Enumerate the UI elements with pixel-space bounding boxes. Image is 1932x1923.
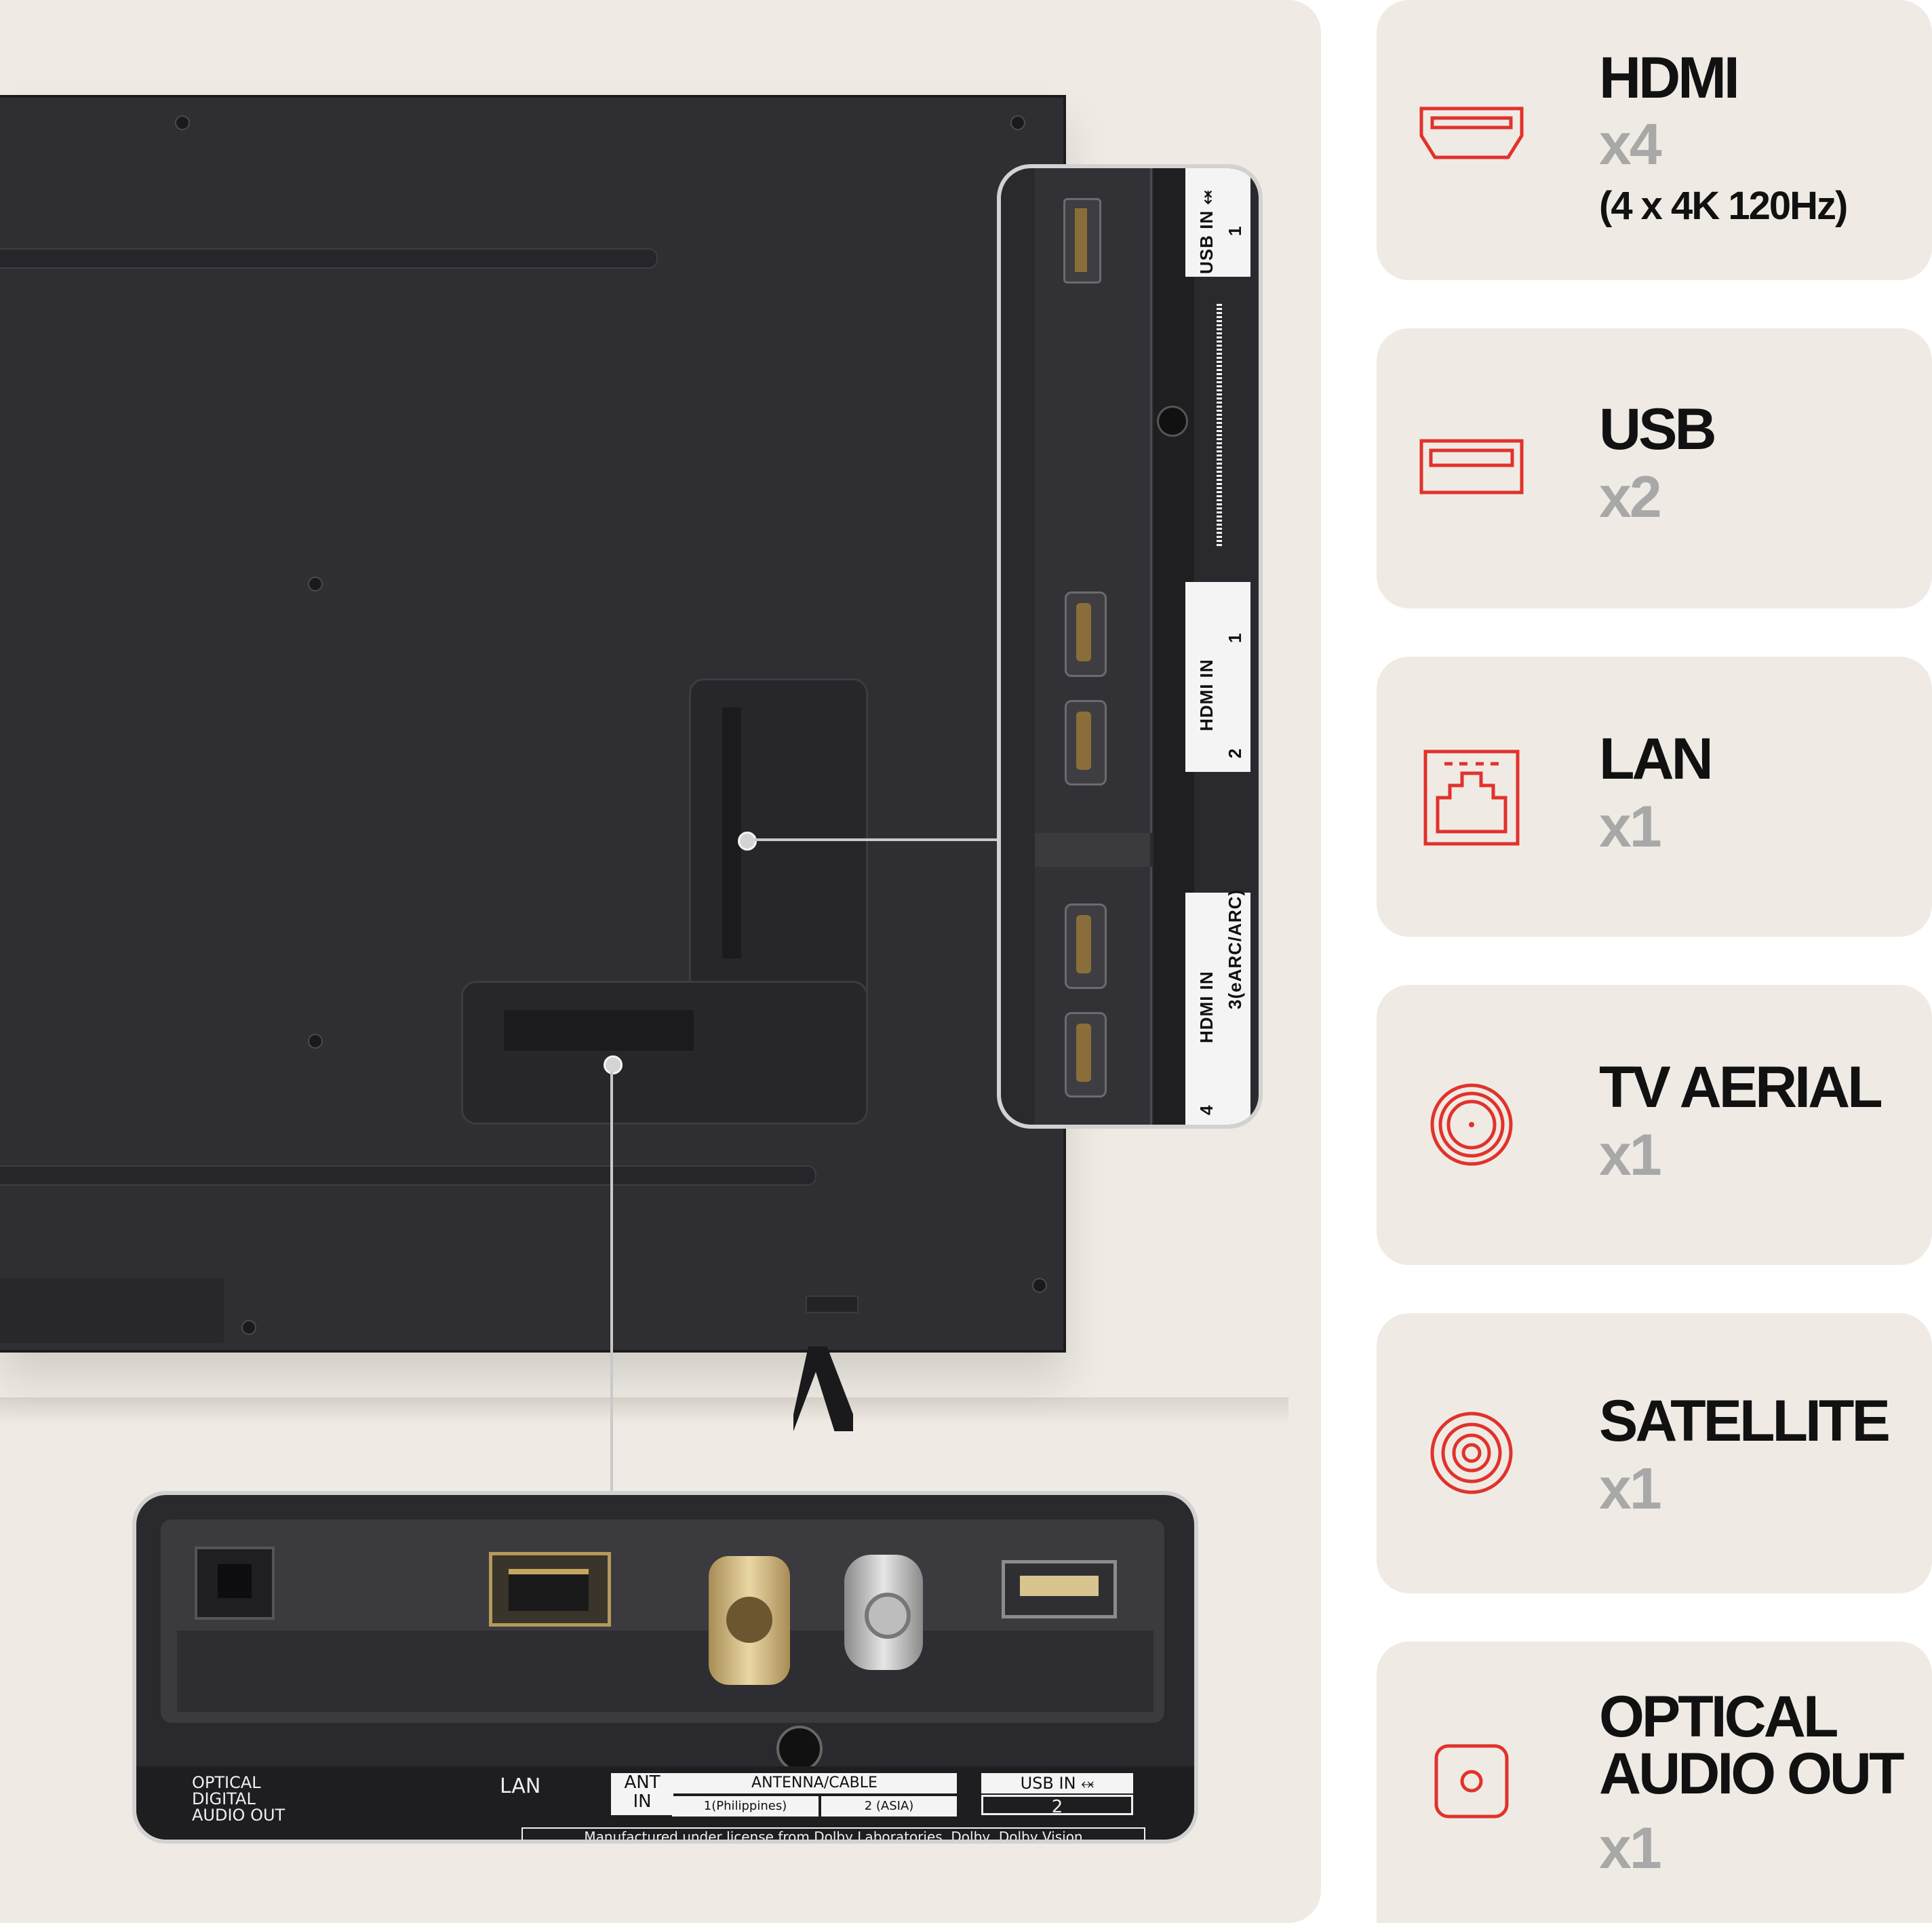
ant-in-label: ANT IN [611, 1773, 673, 1815]
hdmi-3-label: 3(eARC/ARC) [1225, 889, 1245, 1009]
optical-count: x1 [1599, 1816, 1662, 1881]
hdmi-2-label: 2 [1225, 747, 1245, 758]
hdmi-icon [1419, 106, 1524, 159]
callout-dot-bottom [604, 1055, 623, 1074]
lan-count: x1 [1599, 794, 1662, 859]
bottom-ports-zoom: OPTICAL DIGITAL AUDIO OUT LAN ANT IN ANT… [132, 1491, 1198, 1844]
screw [175, 115, 190, 130]
usb-in-1-label-strip [1185, 168, 1250, 277]
usb-in-number: 1 [1225, 225, 1245, 236]
tv-rear-panel [0, 95, 1066, 1353]
barcode [1217, 304, 1222, 548]
usb-in-2-number: 2 [981, 1795, 1133, 1817]
screw [308, 577, 323, 591]
usb-in-2-label: USB IN ⬾ [981, 1773, 1133, 1793]
hdmi-title: HDMI [1599, 45, 1740, 111]
optical-audio-icon [1434, 1744, 1509, 1819]
feature-card-usb: USB x2 [1377, 328, 1932, 608]
optical-title-line2: AUDIO OUT [1599, 1741, 1905, 1806]
screw [241, 1320, 256, 1335]
bottom-port-housing [461, 981, 868, 1125]
ant-in-line2: IN [633, 1791, 652, 1812]
callout-dot-side [738, 832, 757, 851]
hdmi-in-label-a: HDMI IN [1196, 659, 1217, 731]
screw [308, 1034, 323, 1049]
usb-title: USB [1599, 397, 1717, 462]
hdmi-port-4 [1065, 1012, 1107, 1098]
hdmi-in-label-b: HDMI IN [1196, 971, 1217, 1043]
bottom-port-ledge [177, 1631, 1154, 1712]
hdmi-1-label: 1 [1225, 632, 1245, 643]
product-image-panel: USB IN ⬾ 1 HDMI IN 1 2 HDMI IN 3(eARC/AR… [0, 0, 1321, 1923]
top-vent [0, 248, 658, 269]
lan-label: LAN [500, 1774, 541, 1798]
optical-port [195, 1547, 275, 1620]
dolby-notice: Manufactured under license from Dolby La… [521, 1827, 1145, 1840]
satellite-title: SATELLITE [1599, 1388, 1891, 1454]
feature-card-optical: OPTICAL AUDIO OUT x1 [1377, 1642, 1932, 1923]
ant-in-line1: ANT [624, 1772, 661, 1793]
optical-label-line1: OPTICAL [192, 1773, 261, 1792]
usb-in-label: USB IN ⬾ [1196, 189, 1217, 274]
lan-port [489, 1552, 611, 1627]
antenna-cable-label: ANTENNA/CABLE [672, 1773, 957, 1793]
usb-port-1 [1063, 198, 1101, 284]
feature-card-satellite: SATELLITE x1 [1377, 1313, 1932, 1593]
optical-title-line1: OPTICAL [1599, 1684, 1838, 1749]
satellite-icon [1430, 1412, 1513, 1494]
hdmi-port-2 [1065, 700, 1107, 785]
optical-label-line2: DIGITAL [192, 1789, 256, 1808]
hdmi-count: x4 [1599, 112, 1662, 177]
side-port-divider [1035, 833, 1150, 867]
callout-line-side [754, 838, 997, 841]
rear-label-slot [806, 1296, 859, 1313]
tv-aerial-port [709, 1556, 790, 1685]
optical-label-line3: AUDIO OUT [192, 1806, 285, 1825]
rear-recess [0, 1278, 224, 1343]
lan-title: LAN [1599, 726, 1714, 792]
feature-card-tv-aerial: TV AERIAL x1 [1377, 985, 1932, 1265]
tv-aerial-icon [1430, 1083, 1513, 1166]
side-port-strip [722, 707, 741, 958]
tv-aerial-count: x1 [1599, 1123, 1662, 1188]
callout-line-bottom [610, 1072, 613, 1491]
satellite-count: x1 [1599, 1456, 1662, 1521]
bottom-port-strip [504, 1010, 694, 1051]
bottom-vent [0, 1165, 816, 1186]
feature-card-hdmi: HDMI x4 (4 x 4K 120Hz) [1377, 0, 1932, 280]
feature-card-lan: LAN x1 [1377, 657, 1932, 937]
usb-icon [1419, 439, 1524, 494]
floor-shadow [0, 1397, 1288, 1424]
tv-aerial-title: TV AERIAL [1599, 1055, 1883, 1120]
screw [1010, 115, 1025, 130]
hdmi-port-1 [1065, 591, 1107, 677]
screw [1032, 1278, 1047, 1293]
hdmi-port-3 [1065, 904, 1107, 989]
antenna-1-label: 1(Philippines) [672, 1796, 819, 1817]
hdmi-in-1-2-label-strip [1185, 582, 1250, 772]
optical-label: OPTICAL DIGITAL AUDIO OUT [192, 1774, 285, 1823]
side-ports-zoom: USB IN ⬾ 1 HDMI IN 1 2 HDMI IN 3(eARC/AR… [997, 164, 1263, 1129]
satellite-port [844, 1555, 923, 1670]
usb-count: x2 [1599, 465, 1662, 530]
lan-icon [1423, 750, 1520, 846]
hdmi-in-3-4-label-strip [1185, 893, 1250, 1125]
side-screw [1157, 406, 1188, 437]
bottom-screw [776, 1726, 823, 1772]
usb-port-2 [1002, 1560, 1117, 1618]
hdmi-4-label: 4 [1196, 1104, 1217, 1115]
antenna-2-label: 2 (ASIA) [821, 1796, 957, 1817]
hdmi-detail: (4 x 4K 120Hz) [1599, 184, 1848, 228]
